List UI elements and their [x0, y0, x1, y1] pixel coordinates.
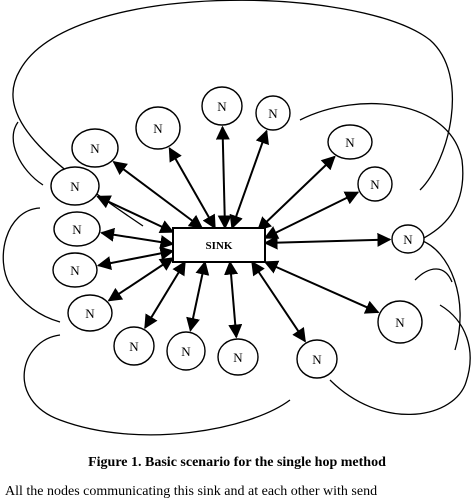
edge-sink-n1 — [168, 146, 216, 230]
edge-sink-n16 — [251, 260, 306, 343]
edge-sink-n8 — [100, 227, 175, 249]
body-text: All the nodes communicating this sink an… — [5, 484, 378, 499]
edge-sink-n5 — [256, 155, 336, 231]
sink-node: SINK — [172, 227, 266, 263]
sensor-node-n2: N — [201, 86, 243, 126]
node-circle — [327, 124, 373, 160]
sensor-node-n11: N — [67, 294, 113, 332]
edge-sink-n15 — [224, 260, 243, 339]
range-arc-right-bottom — [414, 268, 453, 283]
node-circle — [391, 224, 425, 254]
sensor-node-n5: N — [327, 124, 373, 160]
sensor-node-n14: N — [166, 331, 206, 371]
node-label: N — [403, 232, 413, 247]
network-diagram: N N N N N N N N N N N N N N N N SINK — [2, 0, 471, 436]
node-circle — [357, 166, 393, 202]
sensor-node-n13: N — [113, 326, 155, 366]
edge-sink-n9 — [263, 232, 392, 250]
sensor-node-n7: N — [357, 166, 393, 202]
node-circle — [377, 300, 423, 344]
sensor-node-n12: N — [377, 300, 423, 344]
range-arc-left-top — [12, 121, 44, 186]
node-circle — [296, 339, 338, 379]
sensor-node-n16: N — [296, 339, 338, 379]
range-arc-right — [299, 103, 464, 351]
sensor-node-n6: N — [50, 166, 100, 206]
node-label: N — [90, 141, 100, 156]
edge-sink-n3 — [229, 129, 269, 230]
edge-sink-n11 — [107, 257, 175, 302]
range-arc-bottom-left — [23, 334, 291, 436]
sink-box — [172, 227, 266, 263]
node-label: N — [233, 350, 243, 365]
range-arc-left — [2, 207, 61, 323]
node-label: N — [345, 135, 355, 150]
node-circle — [52, 252, 98, 288]
node-circle — [67, 294, 113, 332]
sensor-node-n1: N — [135, 106, 181, 150]
edge-sink-n6 — [96, 195, 175, 233]
edge-sink-n13 — [144, 260, 186, 329]
edge-sink-n10 — [96, 246, 175, 270]
node-circle — [135, 106, 181, 150]
edge-sink-n2 — [215, 125, 232, 230]
node-circle — [217, 338, 259, 376]
sensor-node-n3: N — [255, 95, 291, 131]
node-label: N — [370, 177, 380, 192]
node-label: N — [72, 222, 82, 237]
sensor-node-n4: N — [71, 128, 119, 168]
sensor-node-n15: N — [217, 338, 259, 376]
node-label: N — [153, 121, 163, 136]
edge-sink-n12 — [263, 260, 380, 314]
node-label: N — [70, 179, 80, 194]
node-circle — [255, 95, 291, 131]
node-label: N — [395, 315, 405, 330]
range-arcs — [2, 0, 471, 436]
sensor-node-n10: N — [52, 252, 98, 288]
range-arc-top — [12, 0, 453, 227]
node-circle — [53, 211, 101, 247]
node-circle — [71, 128, 119, 168]
edge-sink-n7 — [263, 191, 360, 239]
node-label: N — [129, 339, 139, 354]
sensor-node-n9: N — [391, 224, 425, 254]
node-label: N — [217, 99, 227, 114]
node-label: N — [70, 263, 80, 278]
node-circle — [166, 331, 206, 371]
node-label: N — [85, 306, 95, 321]
sink-label: SINK — [206, 240, 233, 252]
node-label: N — [181, 344, 191, 359]
node-circle — [113, 326, 155, 366]
node-label: N — [268, 106, 278, 121]
sensor-node-n8: N — [53, 211, 101, 247]
node-label: N — [312, 352, 322, 367]
node-circle — [50, 166, 100, 206]
edge-sink-n14 — [186, 260, 210, 332]
figure-caption: Figure 1. Basic scenario for the single … — [88, 455, 386, 470]
node-circle — [201, 86, 243, 126]
edge-sink-n4 — [112, 161, 204, 229]
range-arc-bottom-right — [329, 304, 471, 416]
